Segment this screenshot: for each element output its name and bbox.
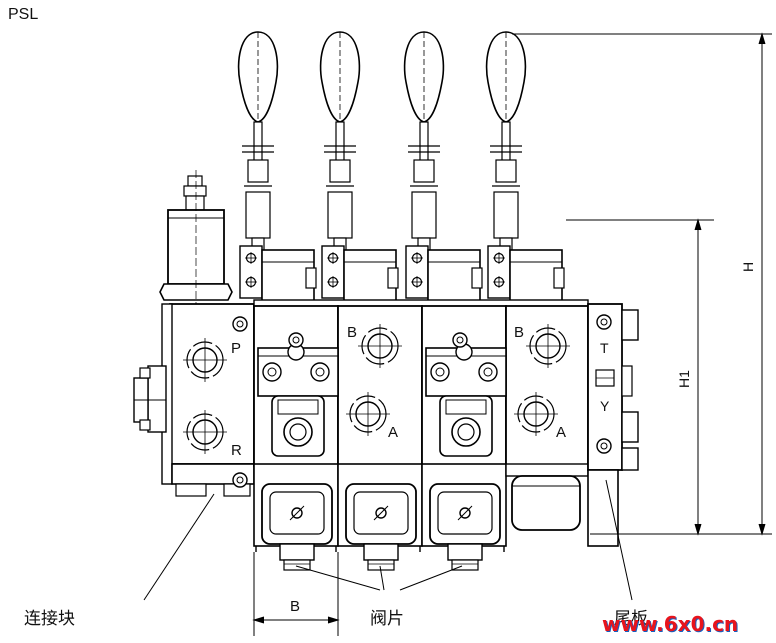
dimension-h1: H1 bbox=[676, 370, 692, 388]
drawing-title: PSL bbox=[8, 6, 39, 23]
lever-3 bbox=[403, 31, 483, 337]
connector-block bbox=[133, 170, 255, 497]
end-plate bbox=[587, 303, 639, 547]
port-label-p: P bbox=[231, 340, 242, 357]
slice2-port-b: B bbox=[514, 324, 525, 341]
slice1-port-b: B bbox=[347, 324, 358, 341]
dimension-lines bbox=[143, 32, 772, 636]
slice2-port-a: A bbox=[556, 424, 567, 441]
valve-slices bbox=[253, 299, 589, 571]
port-label-t: T bbox=[600, 340, 609, 356]
lever-2 bbox=[319, 31, 399, 337]
watermark: www.6x0.cn bbox=[602, 612, 738, 636]
dimension-b: B bbox=[290, 598, 301, 615]
slice1-port-a: A bbox=[388, 424, 399, 441]
label-valve-slice: 阀片 bbox=[370, 609, 404, 628]
port-label-r: R bbox=[231, 442, 242, 459]
lever-4 bbox=[485, 31, 565, 337]
label-end-plate: 尾板 bbox=[614, 609, 648, 628]
lever-1 bbox=[237, 31, 317, 337]
label-connector-block: 连接块 bbox=[24, 609, 75, 628]
watermark-text: www.6x0.cn bbox=[602, 612, 739, 636]
port-label-y: Y bbox=[600, 398, 610, 414]
dimension-h: H bbox=[740, 261, 756, 272]
